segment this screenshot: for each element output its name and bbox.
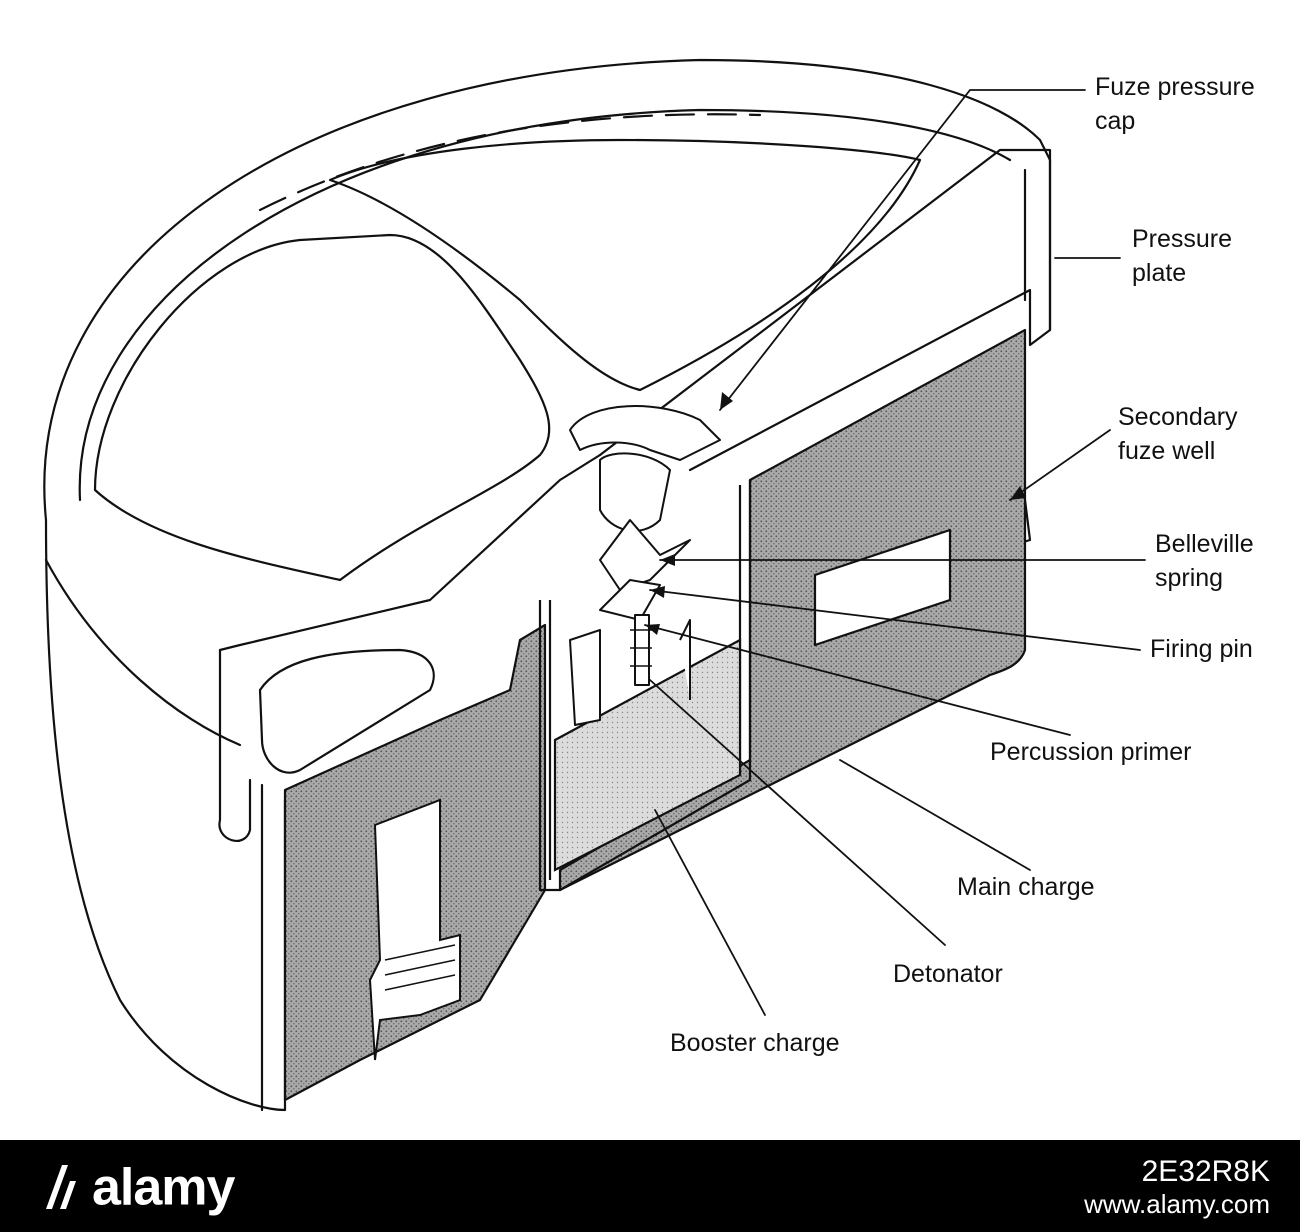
mine-body-outline	[44, 518, 287, 1112]
alamy-logo-mark-icon	[46, 1165, 76, 1210]
body-cut-face-left	[218, 453, 602, 652]
threaded-plug	[368, 798, 461, 1061]
label-fuze-pressure-cap-line1: Fuze pressure	[1095, 73, 1255, 101]
label-detonator: Detonator	[893, 960, 1003, 988]
diagram-drawing	[43, 58, 1146, 1112]
label-secondary-fuze-well-line1: Secondary	[1118, 403, 1238, 431]
arrowhead-percussion-primer	[645, 624, 660, 635]
fuze-side-block	[569, 629, 601, 726]
watermark-footer-bar: alamy 2E32R8K www.alamy.com	[0, 1140, 1300, 1232]
arrowhead-belleville-spring	[660, 554, 675, 566]
firing-pin-body	[599, 579, 661, 621]
leader-percussion-primer	[644, 624, 1071, 736]
mine-body-lower-rim	[44, 558, 242, 747]
label-percussion-primer: Percussion primer	[990, 738, 1192, 766]
booster-charge	[553, 638, 742, 872]
image-info: 2E32R8K www.alamy.com	[1084, 1156, 1270, 1220]
label-secondary-fuze-well-line2: fuze well	[1118, 437, 1216, 465]
label-pressure-plate-line1: Pressure	[1132, 225, 1233, 253]
leader-fuze-pressure-cap	[719, 89, 1086, 411]
main-charge-window-inner	[813, 528, 952, 647]
main-charge-right	[558, 328, 1027, 892]
label-fuze-pressure-cap: Fuze pressure cap	[1095, 70, 1255, 138]
fuze-cap-stem	[599, 452, 671, 532]
fuze-pressure-cap	[569, 405, 721, 461]
left-lip-curl	[258, 648, 435, 774]
leader-detonator	[649, 679, 946, 946]
label-belleville-spring: Belleville spring	[1155, 527, 1254, 595]
label-booster-charge: Booster charge	[670, 1029, 840, 1057]
label-belleville-spring-line2: spring	[1155, 564, 1224, 592]
pressure-plate-outer-rim	[43, 58, 1052, 522]
label-firing-pin: Firing pin	[1150, 635, 1253, 663]
label-secondary-fuze-well: Secondary fuze well	[1118, 400, 1238, 468]
source-url: www.alamy.com	[1084, 1189, 1270, 1219]
label-belleville-spring-line1: Belleville	[1155, 530, 1254, 558]
leader-booster-charge	[654, 809, 766, 1016]
arrowhead-fuze-pressure-cap	[720, 392, 733, 410]
arrowhead-secondary-fuze-well	[1010, 486, 1026, 500]
image-id: 2E32R8K	[1141, 1155, 1270, 1188]
alamy-logo: alamy	[40, 1154, 235, 1217]
label-pressure-plate: Pressure plate	[1132, 222, 1232, 290]
mine-cutaway-diagram: Fuze pressure cap Pressure plate Seconda…	[43, 58, 1255, 1112]
label-fuze-pressure-cap-line2: cap	[1095, 107, 1136, 135]
label-main-charge: Main charge	[957, 873, 1095, 901]
pressure-plate-left-window	[93, 233, 551, 582]
fuze-well-walls	[538, 480, 752, 892]
leader-main-charge	[839, 759, 1031, 871]
arrowhead-firing-pin	[650, 586, 665, 598]
pressure-plate-dashed-seam	[258, 113, 762, 212]
leader-firing-pin	[649, 589, 1141, 651]
label-pressure-plate-line2: plate	[1132, 259, 1187, 287]
pressure-plate-right-window	[328, 138, 922, 392]
percussion-primer	[634, 614, 650, 686]
leader-secondary-fuze-well	[1009, 429, 1111, 501]
alamy-logo-text: alamy	[92, 1158, 235, 1217]
